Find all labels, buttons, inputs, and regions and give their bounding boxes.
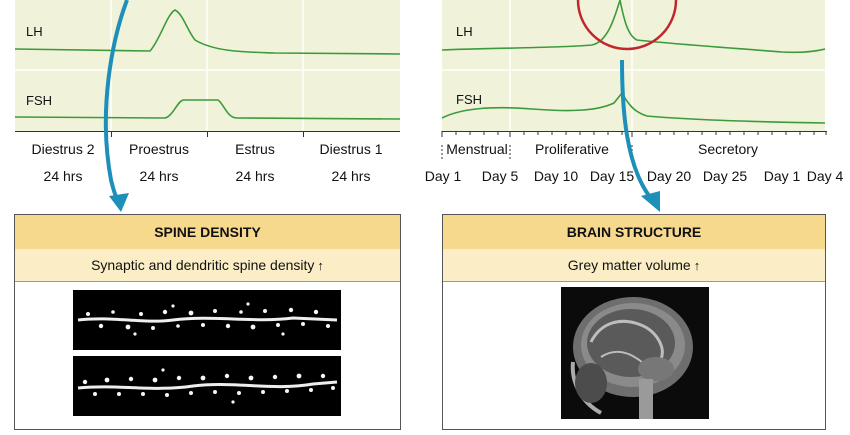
spine-density-subtitle: Synaptic and dendritic spine density bbox=[91, 257, 315, 273]
human-menstrual-hormone-panel: LH FSH bbox=[442, 0, 825, 131]
left-duration-label: 24 hrs bbox=[331, 168, 371, 184]
spine-density-subtitle-row: Synaptic and dendritic spine density ↑ bbox=[15, 249, 400, 282]
right-day-label: Day 4 bbox=[806, 168, 844, 184]
left-axis-tick bbox=[303, 131, 304, 137]
dendrite-micrograph-top bbox=[73, 290, 341, 350]
right-day-label: Day 1 bbox=[763, 168, 801, 184]
right-lh-label: LH bbox=[456, 24, 473, 39]
spine-density-title: SPINE DENSITY bbox=[15, 215, 400, 250]
dendrite-micrograph-bottom bbox=[73, 356, 341, 416]
right-phase-label: Secretory bbox=[698, 141, 758, 157]
left-fsh-label: FSH bbox=[26, 93, 52, 108]
right-fsh-label: FSH bbox=[456, 92, 482, 107]
human-hormone-curves bbox=[442, 0, 825, 131]
left-lh-label: LH bbox=[26, 24, 43, 39]
rodent-estrous-hormone-panel: LH FSH bbox=[15, 0, 400, 131]
brain-structure-title: BRAIN STRUCTURE bbox=[443, 215, 825, 250]
left-duration-label: 24 hrs bbox=[235, 168, 275, 184]
left-axis-tick bbox=[207, 131, 208, 137]
increase-arrow-icon: ↑ bbox=[693, 257, 701, 273]
left-axis-tick bbox=[111, 131, 112, 137]
spine-density-box: SPINE DENSITY Synaptic and dendritic spi… bbox=[14, 214, 401, 430]
rodent-fsh-curve bbox=[15, 99, 400, 120]
right-phase-label: Menstrual bbox=[446, 141, 508, 157]
rodent-hormone-curves bbox=[15, 0, 400, 131]
right-phase-label: Proliferative bbox=[535, 141, 609, 157]
right-day-label: Day 10 bbox=[533, 168, 579, 184]
right-day-label: Day 1 bbox=[424, 168, 462, 184]
brain-structure-box: BRAIN STRUCTURE Grey matter volume ↑ bbox=[442, 214, 826, 430]
left-phase-label: Proestrus bbox=[129, 141, 189, 157]
right-day-label: Day 5 bbox=[481, 168, 519, 184]
left-phase-label: Diestrus 2 bbox=[31, 141, 95, 157]
left-arrow-head bbox=[109, 193, 129, 212]
right-day-label: Day 15 bbox=[589, 168, 635, 184]
increase-arrow-icon: ↑ bbox=[317, 257, 324, 273]
human-fsh-curve bbox=[442, 91, 825, 124]
right-day-label: Day 25 bbox=[702, 168, 748, 184]
right-day-label: Day 20 bbox=[646, 168, 692, 184]
brain-structure-subtitle-row: Grey matter volume ↑ bbox=[443, 249, 825, 282]
human-lh-curve bbox=[442, 0, 825, 54]
brain-structure-subtitle: Grey matter volume bbox=[567, 257, 691, 273]
left-duration-label: 24 hrs bbox=[43, 168, 83, 184]
rodent-lh-curve bbox=[15, 9, 400, 55]
right-arrow-head bbox=[641, 191, 660, 212]
left-phase-label: Estrus bbox=[235, 141, 275, 157]
left-duration-label: 24 hrs bbox=[139, 168, 179, 184]
left-phase-label: Diestrus 1 bbox=[319, 141, 383, 157]
brain-mri-image bbox=[561, 287, 709, 419]
